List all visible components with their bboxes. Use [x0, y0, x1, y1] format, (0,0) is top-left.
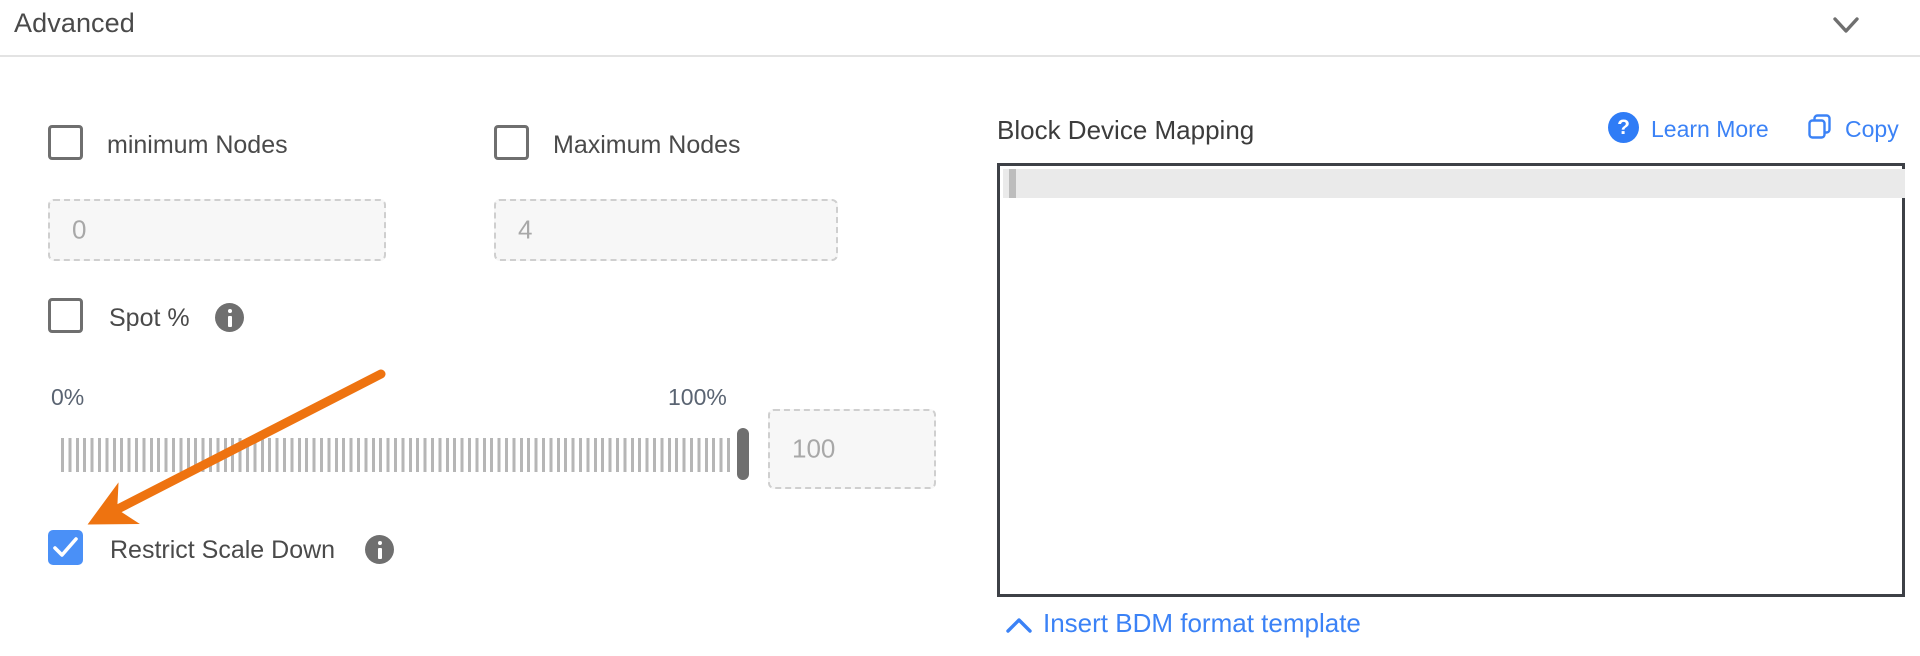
- slider-min-label: 0%: [51, 384, 85, 410]
- slider-thumb[interactable]: [737, 428, 749, 480]
- slider-max-label: 100%: [668, 384, 727, 410]
- restrict-scale-down-info-icon[interactable]: [365, 535, 394, 564]
- maximum-nodes-input[interactable]: 4: [494, 199, 838, 261]
- learn-more-link[interactable]: Learn More: [1651, 116, 1769, 142]
- minimum-nodes-checkbox[interactable]: [48, 125, 83, 160]
- editor-caret: [1009, 169, 1016, 198]
- spot-percent-slider[interactable]: 0% 100%: [51, 384, 762, 490]
- spot-percent-checkbox[interactable]: [48, 298, 83, 333]
- spot-percent-value-placeholder: 100: [792, 433, 836, 464]
- chevron-up-icon[interactable]: [1003, 615, 1035, 637]
- section-header: Advanced: [0, 0, 1920, 57]
- spot-percent-value-input[interactable]: 100: [768, 409, 936, 489]
- spot-percent-label: Spot %: [109, 304, 190, 332]
- slider-track-ticks[interactable]: [61, 438, 733, 472]
- page-title: Advanced: [14, 8, 135, 38]
- restrict-scale-down-label: Restrict Scale Down: [110, 536, 336, 564]
- maximum-nodes-checkbox[interactable]: [494, 125, 529, 160]
- minimum-nodes-input-placeholder: 0: [72, 214, 87, 245]
- maximum-nodes-input-placeholder: 4: [518, 214, 533, 245]
- insert-bdm-template-link[interactable]: Insert BDM format template: [1043, 608, 1361, 638]
- minimum-nodes-input[interactable]: 0: [48, 199, 386, 261]
- block-device-mapping-editor[interactable]: [997, 163, 1905, 597]
- restrict-scale-down-checkbox[interactable]: [48, 530, 83, 565]
- spot-percent-info-icon[interactable]: [215, 303, 244, 332]
- chevron-down-icon[interactable]: [1826, 8, 1866, 42]
- copy-link[interactable]: Copy: [1845, 116, 1899, 142]
- copy-icon[interactable]: [1805, 112, 1835, 142]
- maximum-nodes-label: Maximum Nodes: [553, 131, 741, 159]
- header-divider: [0, 55, 1920, 57]
- block-device-mapping-title: Block Device Mapping: [997, 115, 1255, 145]
- editor-active-line: [1003, 169, 1905, 198]
- minimum-nodes-label: minimum Nodes: [107, 131, 288, 159]
- check-icon: [53, 537, 78, 557]
- help-question-glyph: ?: [1617, 116, 1630, 139]
- help-question-icon[interactable]: ?: [1608, 112, 1639, 143]
